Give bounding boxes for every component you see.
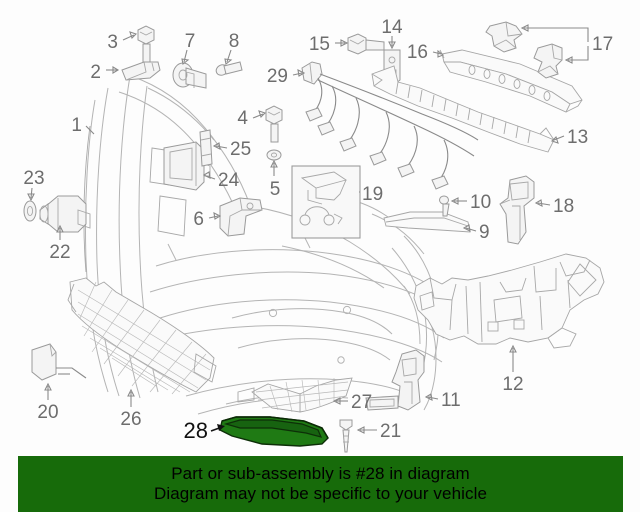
part-17-bracket-lower [533,43,563,79]
callout-10: 10 [470,192,491,213]
callout-19: 19 [362,184,383,205]
part-info-banner: Part or sub-assembly is #28 in diagram D… [18,456,623,512]
callout-16: 16 [407,42,428,63]
callout-5: 5 [270,179,281,200]
callout-29: 29 [267,66,288,87]
part-10-pin [439,195,450,217]
callout-1: 1 [71,115,82,136]
callout-26: 26 [120,409,141,430]
part-26-lower-grille [67,277,217,395]
callout-6: 6 [193,209,204,230]
callout-18: 18 [553,196,574,217]
callout-12: 12 [502,374,523,395]
callout-8: 8 [229,31,240,52]
callout-27: 27 [351,392,372,413]
part-9-trim-strip [383,211,471,233]
part-29-wiring-harness [301,61,479,190]
callout-2: 2 [90,62,101,83]
bumper-cover-body [84,75,451,415]
callout-24: 24 [218,170,240,191]
callout-7: 7 [185,31,196,52]
part-19-inset-assembly [291,165,361,239]
callout-14: 14 [381,17,403,38]
part-3-hex-bolt [137,25,155,63]
part-6-bracket [219,197,263,237]
part-15-bolt [347,33,385,55]
callout-4: 4 [237,108,248,129]
callout-labels: 1 2 3 4 5 6 7 8 9 10 11 12 13 14 15 16 1… [23,17,613,443]
callout-21: 21 [380,421,401,442]
part-23-sensor-ring [23,200,37,222]
callout-11: 11 [441,390,461,411]
part-18-side-bracket [499,175,535,245]
banner-line-1: Part or sub-assembly is #28 in diagram [171,463,470,483]
callout-25: 25 [230,139,251,160]
callout-17: 17 [592,34,613,55]
leader-lines [27,24,589,434]
part-28-highlighted-lower-trim [219,416,329,447]
part-11-lower-bracket [365,349,425,411]
part-7-grommet [172,62,207,89]
part-16-impact-bar [439,49,583,113]
part-1-bumper-cover [83,125,91,273]
part-8-screw [215,61,243,76]
callout-23: 23 [23,168,44,189]
callout-20: 20 [37,402,58,423]
callout-13: 13 [567,127,588,148]
part-21-push-pin [339,419,353,453]
part-22-parking-sensor [39,195,91,233]
callout-9: 9 [479,222,490,243]
part-2-retainer-clip [121,61,161,81]
part-12-mounting-carrier [413,253,605,349]
part-4-hex-bolt [265,105,283,143]
part-5-washer [266,149,282,161]
callout-3: 3 [107,32,118,53]
callout-22: 22 [49,242,70,263]
part-17-bracket-upper [485,21,523,53]
banner-line-2: Diagram may not be specific to your vehi… [153,484,488,503]
part-20-clip [31,343,87,381]
callout-28-highlighted: 28 [184,418,208,443]
part-27-lower-grille-right [237,377,353,413]
callout-15: 15 [309,34,330,55]
part-25-bracket-strip [199,129,213,167]
